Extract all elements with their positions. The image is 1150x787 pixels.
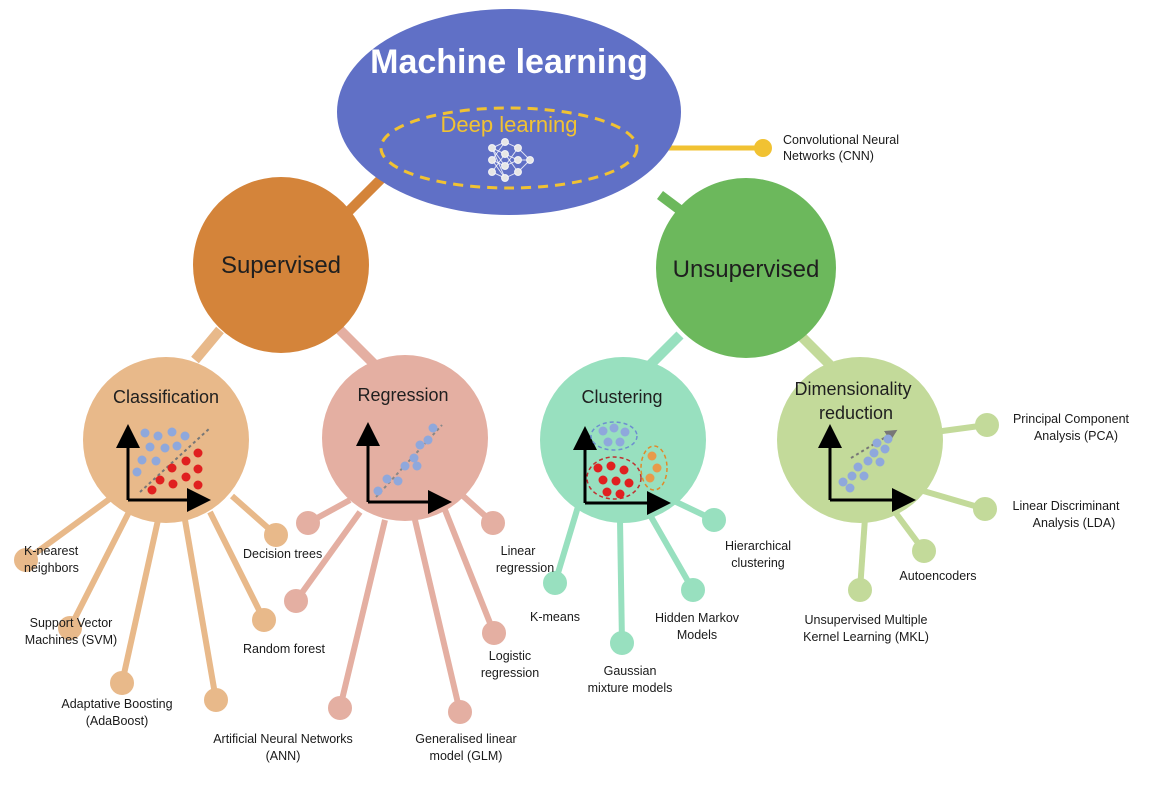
unsupervised-label: Unsupervised [673, 256, 820, 283]
leaf-linear-2: regression [496, 561, 554, 575]
root-title: Machine learning [370, 43, 648, 81]
leaf-glm-2: model (GLM) [430, 749, 503, 763]
leaf-knn-1: K-nearest [24, 544, 79, 558]
leaf-gmm-1: Gaussian [604, 664, 657, 678]
leaf-ann-2: (ANN) [266, 749, 301, 763]
supervised-node [193, 177, 369, 353]
dimred-stems [848, 413, 999, 602]
leaf-hmm-2: Models [677, 628, 717, 642]
leaf-adaboost-2: (AdaBoost) [86, 714, 149, 728]
classification-stems [14, 492, 288, 712]
connector-supervised-regression [336, 326, 379, 369]
leaf-ann-1: Artificial Neural Networks [213, 732, 353, 746]
leaf-logistic-2: regression [481, 666, 539, 680]
leaf-pca-2: Analysis (PCA) [1034, 429, 1118, 443]
leaf-svm-2: Machines (SVM) [25, 633, 117, 647]
deep-learning-node [379, 106, 639, 190]
leaf-logistic-1: Logistic [489, 649, 531, 663]
leaf-mkl-2: Kernel Learning (MKL) [803, 630, 929, 644]
cnn-label-1: Convolutional Neural [783, 133, 899, 147]
dimred-node [777, 357, 943, 523]
deep-learning-label: Deep learning [441, 112, 578, 137]
leaf-hierarchical-1: Hierarchical [725, 539, 791, 553]
leaf-lda-2: Analysis (LDA) [1033, 516, 1116, 530]
root-node [337, 9, 681, 215]
leaf-random-forest: Random forest [243, 642, 326, 656]
classification-plot-icon [116, 424, 211, 512]
connector-supervised-classification [191, 326, 224, 364]
regression-node [322, 355, 488, 521]
leaf-decision-trees: Decision trees [243, 547, 322, 561]
leaf-hmm-1: Hidden Markov [655, 611, 740, 625]
connector-unsupervised-clustering [646, 331, 684, 369]
clustering-plot-icon [573, 421, 671, 515]
regression-label: Regression [357, 385, 448, 405]
leaf-svm-1: Support Vector [30, 616, 113, 630]
dimred-label-1: Dimensionality [794, 379, 911, 399]
supervised-label: Supervised [221, 252, 341, 279]
leaf-pca-1: Principal Component [1013, 412, 1130, 426]
leaf-linear-1: Linear [501, 544, 536, 558]
clustering-stems [543, 497, 726, 655]
leaf-gmm-2: mixture models [588, 681, 673, 695]
dimred-plot-icon [818, 424, 916, 512]
cnn-label-2: Networks (CNN) [783, 149, 874, 163]
neural-network-icon [488, 138, 534, 182]
dimred-label-2: reduction [819, 403, 893, 423]
regression-stems [284, 492, 506, 724]
leaf-autoencoders: Autoencoders [899, 569, 976, 583]
leaf-mkl-1: Unsupervised Multiple [805, 613, 928, 627]
leaf-hierarchical-2: clustering [731, 556, 785, 570]
cnn-node [754, 139, 772, 157]
leaf-glm-1: Generalised linear [415, 732, 516, 746]
leaf-lda-1: Linear Discriminant [1013, 499, 1121, 513]
leaf-knn-2: neighbors [24, 561, 79, 575]
leaf-kmeans: K-means [530, 610, 580, 624]
clustering-label: Clustering [581, 387, 662, 407]
classification-node [83, 357, 249, 523]
regression-plot-icon [356, 422, 452, 514]
classification-label: Classification [113, 387, 219, 407]
unsupervised-node [656, 178, 836, 358]
leaf-adaboost-1: Adaptative Boosting [61, 697, 172, 711]
